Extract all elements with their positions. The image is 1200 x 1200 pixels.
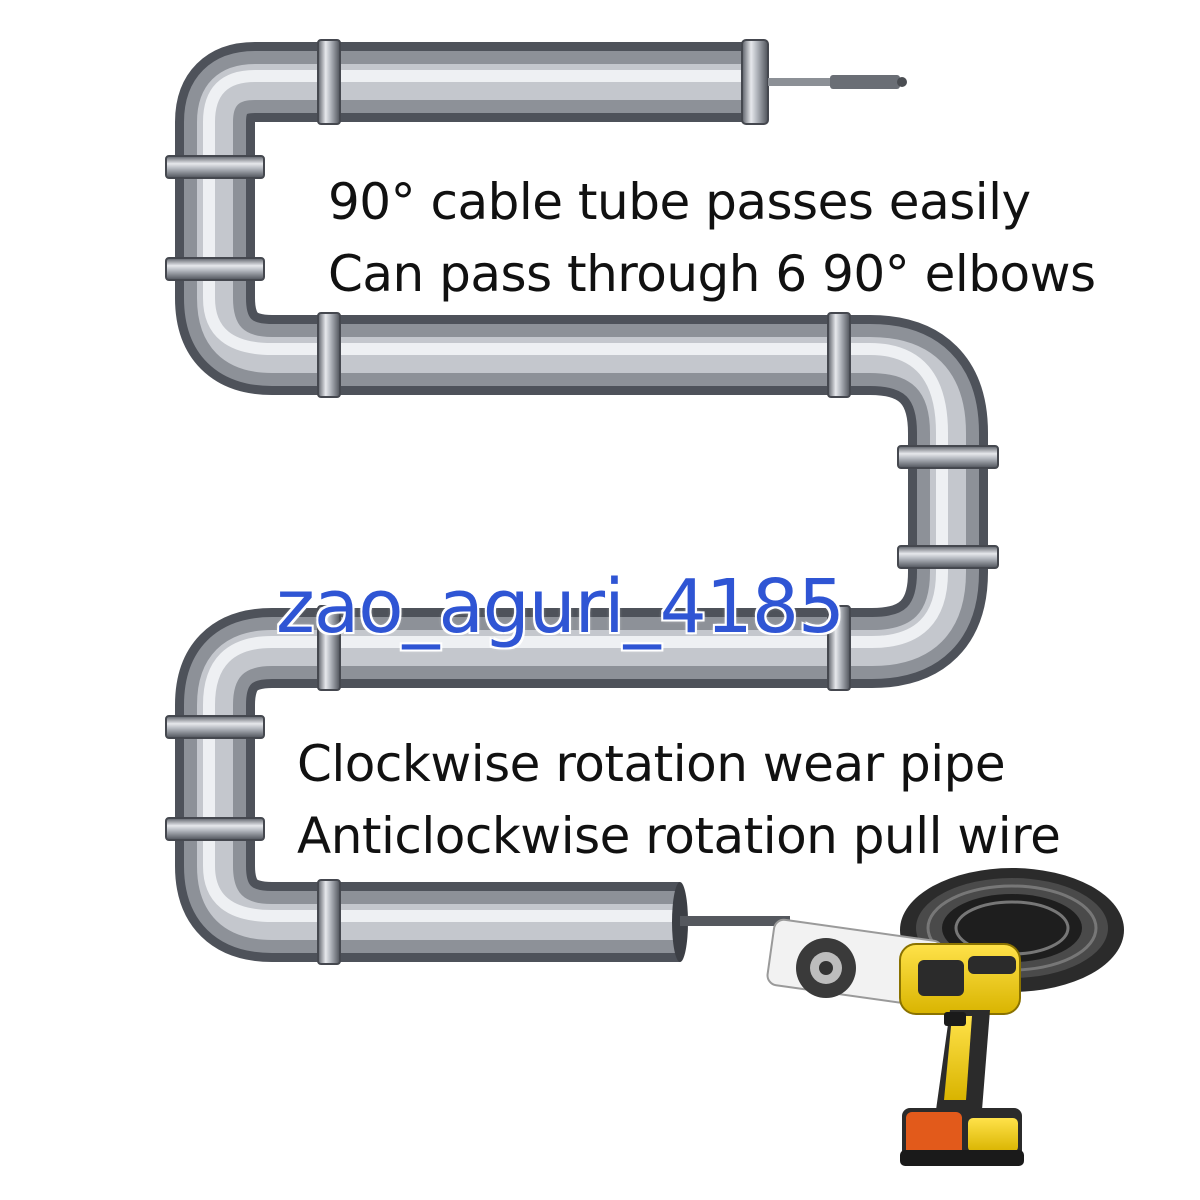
seller-watermark: zao_aguri_4185 [276, 564, 845, 650]
caption-top: 90° cable tube passes easily Can pass th… [328, 166, 1096, 310]
caption-bottom-line-2: Anticlockwise rotation pull wire [297, 807, 1061, 865]
caption-bottom: Clockwise rotation wear pipe Anticlockwi… [297, 728, 1061, 872]
pipe-couplings [317, 39, 851, 965]
caption-top-line-1: 90° cable tube passes easily [328, 173, 1031, 231]
drill-with-reel [766, 868, 1124, 1166]
pipe-couplings-vertical [165, 155, 999, 841]
pipe-end-flange [741, 39, 769, 125]
caption-top-line-2: Can pass through 6 90° elbows [328, 245, 1096, 303]
cable-probe [768, 75, 907, 89]
caption-bottom-line-1: Clockwise rotation wear pipe [297, 735, 1006, 793]
cable [680, 916, 790, 926]
